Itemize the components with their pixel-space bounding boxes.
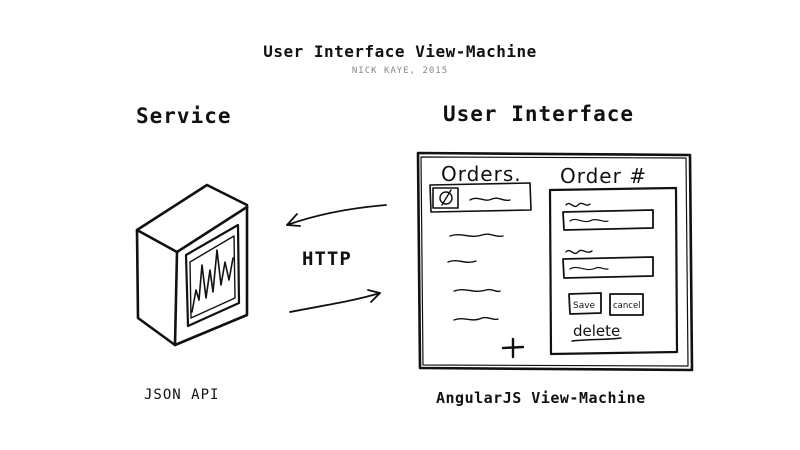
request-arrow [289,289,381,313]
save-button-frame [568,292,602,315]
wireframe-window [416,151,694,372]
user-interface-caption: AngularJS View-Machine [436,389,646,407]
wireframe-detail-title: Order # [560,164,647,188]
http-label: HTTP [302,248,352,270]
service-heading: Service [136,104,232,128]
wireframe-delete-label: delete [573,322,620,340]
wireframe-list-title: Orders. [441,162,522,186]
server-box-icon [135,183,249,347]
cancel-button-frame [609,293,644,316]
user-interface-heading: User Interface [443,102,635,126]
diagram-title: User Interface View-Machine [263,42,537,61]
plus-icon [501,337,525,359]
response-arrow [286,204,387,227]
wireframe-save-label: Save [573,301,596,311]
selected-item-icon [439,189,453,206]
service-caption: JSON API [144,387,220,403]
wireframe-cancel-label: cancel [613,301,641,311]
diagram-subtitle: NICK KAYE, 2015 [351,66,449,76]
